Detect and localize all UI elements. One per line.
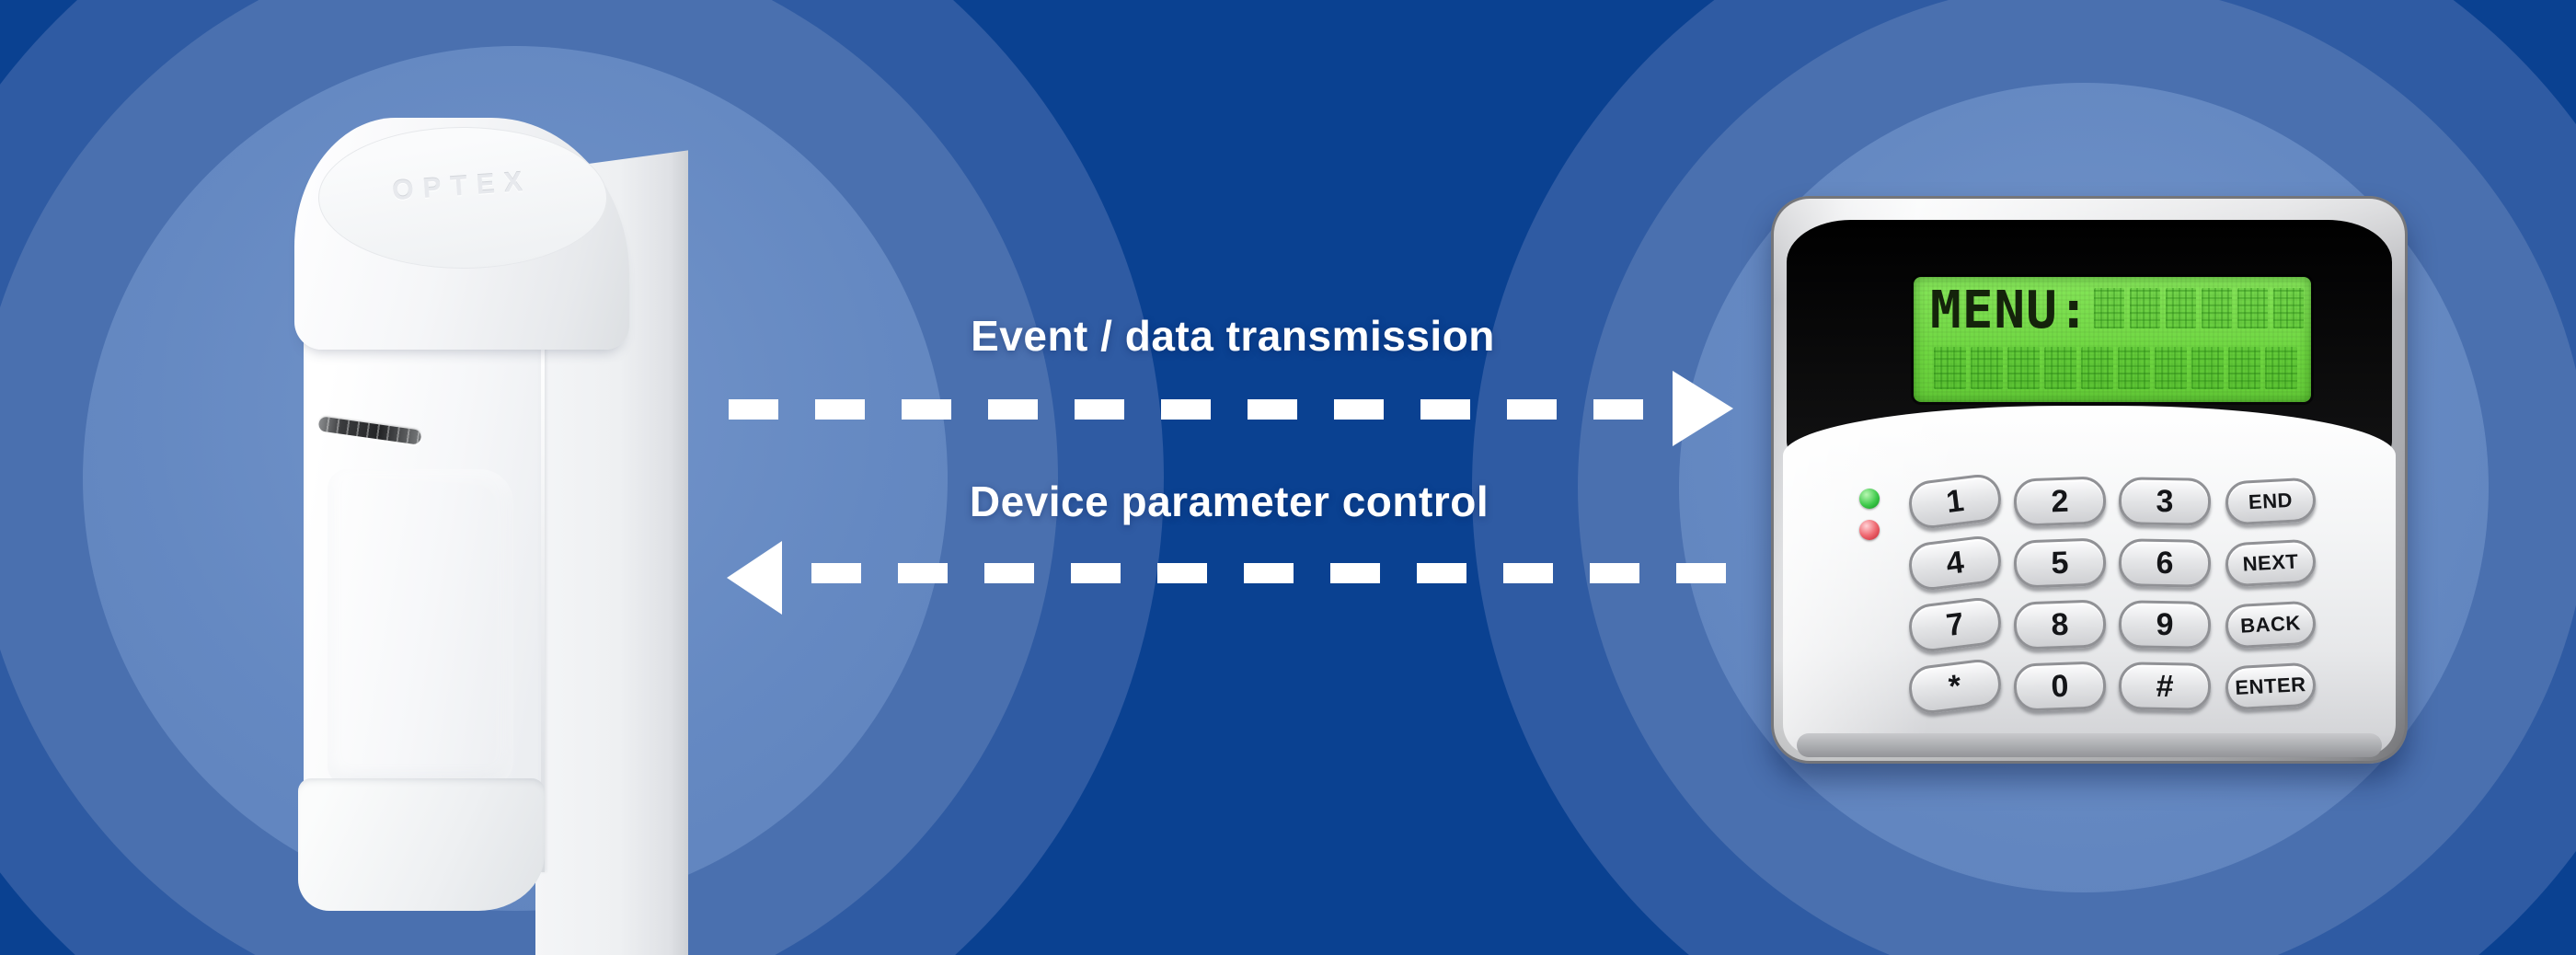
lcd-ghost-cell: [1934, 347, 1966, 389]
keypad-lcd-screen: MENU:: [1914, 277, 2311, 402]
keypad-button-6[interactable]: 6: [2118, 538, 2212, 588]
lcd-ghost-cell: [2228, 347, 2260, 389]
keypad-button-end[interactable]: END: [2224, 477, 2317, 526]
status-led-green: [1859, 489, 1880, 509]
sensor-base: [298, 778, 545, 911]
keypad-button-back[interactable]: BACK: [2224, 600, 2317, 650]
keypad-button-0[interactable]: 0: [2013, 661, 2107, 712]
flow-label-device-parameter-control: Device parameter control: [969, 478, 1489, 525]
lcd-ghost-cell: [2118, 347, 2150, 389]
lcd-ghost-cell: [2007, 347, 2040, 389]
keypad-button-2[interactable]: 2: [2013, 476, 2107, 527]
sensor-top-cap: OPTEX: [294, 118, 629, 350]
lcd-ghost-cell: [2044, 347, 2076, 389]
keypad-button-5[interactable]: 5: [2013, 537, 2107, 589]
lcd-ghost-cell: [2237, 288, 2268, 328]
lcd-ghost-cell: [2166, 288, 2196, 328]
lcd-ghost-cell: [2265, 347, 2297, 389]
sensor-seam-highlight: [538, 343, 545, 872]
lcd-ghost-cell: [2081, 347, 2113, 389]
dashed-line-right: [729, 399, 1674, 420]
keypad-button-9[interactable]: 9: [2118, 600, 2212, 650]
lcd-ghost-cell: [1971, 347, 2003, 389]
lcd-ghost-cell: [2191, 347, 2224, 389]
lcd-ghost-cell: [2273, 288, 2304, 328]
sensor-pir-lens: [328, 469, 513, 786]
keypad-button-next[interactable]: NEXT: [2224, 538, 2317, 588]
sensor-cap-lid: [318, 127, 607, 269]
status-led-red: [1859, 520, 1880, 540]
lcd-ghost-cell: [2094, 288, 2124, 328]
lcd-ghost-cell: [2155, 347, 2187, 389]
flow-label-event-data-transmission: Event / data transmission: [971, 312, 1495, 360]
lcd-ghost-cell: [2202, 288, 2232, 328]
lcd-ghost-cell: [2130, 288, 2160, 328]
keypad-button-enter[interactable]: ENTER: [2224, 662, 2317, 711]
keypad-button-3[interactable]: 3: [2118, 477, 2212, 526]
dashed-line-left: [811, 563, 1728, 583]
pir-sensor-device: OPTEX: [294, 118, 690, 955]
keypad-button-hash[interactable]: #: [2118, 662, 2212, 711]
keypad-button-8[interactable]: 8: [2013, 599, 2107, 650]
keypad-bottom-edge: [1797, 733, 2382, 757]
sensor-front-body: [304, 339, 541, 803]
lcd-text-line1: MENU:: [1930, 281, 2090, 340]
